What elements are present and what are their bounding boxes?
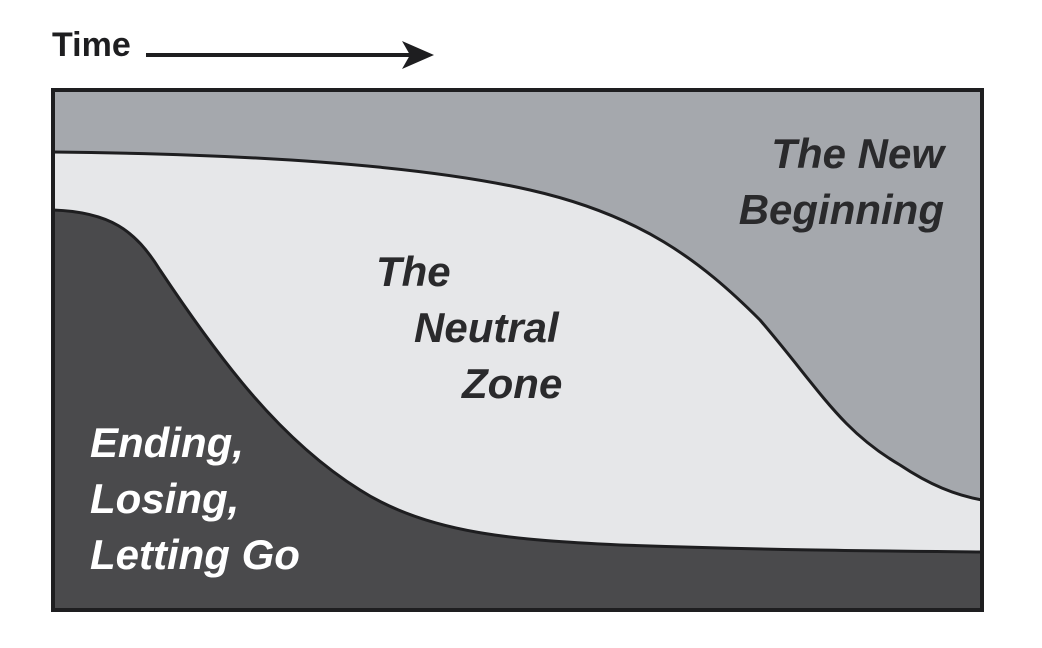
ending-label: Ending, Losing, Letting Go [90,415,300,583]
time-label: Time [52,26,131,64]
neutral-zone-line-3: Zone [462,360,563,407]
neutral-zone-line-2: Neutral [414,304,559,351]
neutral-zone-line-1: The [376,248,451,295]
new-beginning-line-1: The New [771,130,944,177]
ending-region [53,210,982,610]
diagram-border [51,88,984,612]
neutral-zone-boundary [52,150,983,502]
new-beginning-label: The New Beginning [739,126,944,238]
time-arrow-icon [146,41,434,69]
ending-line-1: Ending, [90,419,244,466]
new-beginning-line-2: Beginning [738,186,944,233]
ending-line-2: Losing, [90,475,240,522]
ending-line-3: Letting Go [90,531,300,578]
ending-boundary [52,208,983,554]
neutral-zone-label: The Neutral Zone [376,244,562,412]
